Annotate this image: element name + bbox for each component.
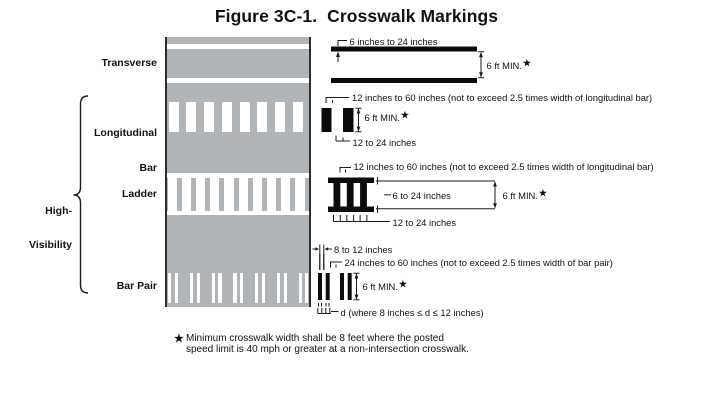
bar-pair-crosswalk-width-label: 6 ft MIN.★ — [362, 279, 408, 292]
road-marking-bar — [305, 273, 309, 303]
road-bar-pair-right-bars — [167, 37, 309, 307]
road-marking-bar — [255, 273, 259, 303]
road-transverse-line-bottom — [167, 77, 309, 83]
road-marking-bar — [167, 177, 177, 211]
road-marking-bar — [210, 177, 220, 211]
longitudinal-bar-width-label: 12 to 24 inches — [352, 136, 417, 148]
road-ladder-line-top — [167, 173, 309, 178]
label-transverse: Transverse — [101, 56, 157, 69]
road-marking-bar — [281, 177, 291, 211]
footnote-marker-icon: ★ — [400, 109, 409, 120]
footnote-line1: Minimum crosswalk width shall be 8 feet … — [186, 332, 444, 344]
road-marking-bar — [221, 102, 232, 132]
road-marking-bar — [295, 177, 305, 211]
road-marking-bar — [211, 273, 215, 303]
label-bar-pair: Bar Pair — [116, 279, 157, 292]
road-marking-bar — [298, 273, 302, 303]
road-marking-bar — [261, 273, 265, 303]
footnote-marker-icon: ★ — [398, 279, 407, 289]
ladder-diagram — [328, 167, 497, 222]
longitudinal-bar-diagram — [321, 97, 362, 142]
road-marking-bar — [168, 273, 172, 303]
road-ladder-line-bottom — [167, 210, 309, 215]
footnote-line2: speed limit is 40 mph or greater at a no… — [186, 344, 469, 355]
road-marking-bar — [195, 177, 206, 211]
road-marking-bar — [218, 273, 222, 303]
longitudinal-gap-label: 12 inches to 60 inches (not to exceed 2.… — [352, 92, 653, 103]
footnote-marker-icon: ★ — [522, 57, 531, 68]
road-bar-pair-left-bars — [167, 37, 309, 307]
road-marking-bar — [257, 102, 268, 132]
high-visibility-brace — [73, 95, 89, 294]
label-longitudinal-bar: Longitudinal Bar — [94, 127, 157, 174]
road-marking-bar — [233, 273, 237, 303]
road-marking-bar — [292, 102, 303, 132]
road-marking-bar — [275, 102, 285, 132]
ladder-line-width-label: 6 to 24 inches — [392, 190, 451, 201]
road-longitudinal-bars — [167, 37, 309, 307]
bar-pair-d-spec-label: d (where 8 inches ≤ d ≤ 12 inches) — [340, 306, 484, 318]
bar-pair-diagram — [312, 244, 360, 314]
road-marking-bar — [238, 177, 248, 211]
road-marking-bar — [175, 273, 179, 303]
bar-pair-gap-label: 24 inches to 60 inches (not to exceed 2.… — [344, 257, 613, 269]
ladder-crosswalk-width-label: 6 ft MIN.★ — [502, 188, 548, 201]
road-strip — [165, 37, 311, 307]
label-high-visibility: High- Visibility — [29, 204, 72, 251]
footnote-marker-icon: ★ — [174, 332, 184, 345]
road-marking-bar — [204, 102, 214, 132]
road-marking-bar — [283, 273, 287, 303]
label-ladder: Ladder — [121, 188, 157, 200]
road-marking-bar — [181, 177, 191, 211]
figure-title: Figure 3C-1. Crosswalk Markings — [214, 6, 499, 26]
ladder-bar-width-label: 12 to 24 inches — [392, 217, 457, 229]
road-marking-bar — [252, 177, 262, 211]
bar-pair-bar-width-label: 8 to 12 inches — [334, 243, 393, 255]
ladder-gap-label: 12 inches to 60 inches (not to exceed 2.… — [353, 161, 654, 172]
road-transverse-line-top — [167, 44, 309, 49]
transverse-line-width-label: 6 inches to 24 inches — [349, 36, 438, 47]
road-marking-bar — [239, 102, 250, 132]
road-marking-bar — [190, 273, 194, 303]
road-marking-bar — [186, 102, 197, 132]
road-marking-bar — [196, 273, 200, 303]
road-marking-bar — [266, 177, 277, 211]
road-marking-bar — [224, 177, 234, 211]
transverse-crosswalk-width-label: 6 ft MIN.★ — [486, 57, 532, 71]
road-marking-bar — [168, 102, 179, 132]
road-ladder-bars — [167, 37, 309, 307]
road-marking-bar — [240, 273, 244, 303]
transverse-diagram — [331, 40, 484, 83]
road-marking-bar — [276, 273, 280, 303]
footnote-marker-icon: ★ — [538, 188, 547, 198]
longitudinal-crosswalk-width-label: 6 ft MIN.★ — [364, 109, 410, 123]
